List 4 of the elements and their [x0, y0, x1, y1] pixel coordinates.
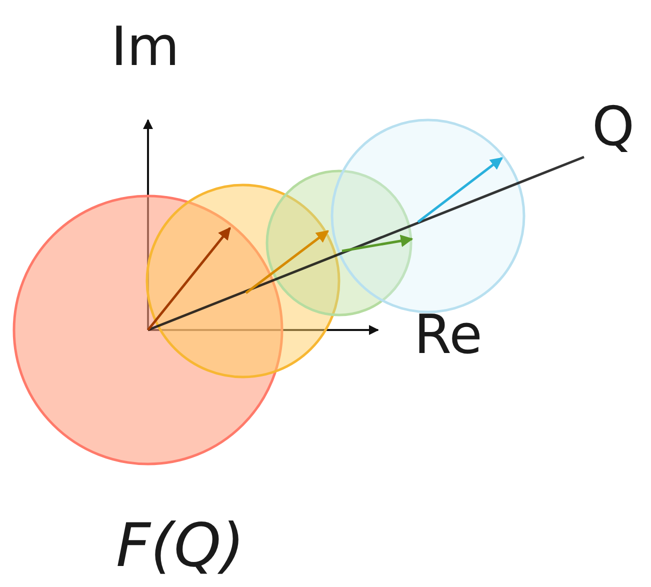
function-label: F(Q) — [116, 516, 245, 576]
axis-label: Im — [111, 20, 180, 74]
axis-label: Re — [414, 308, 482, 362]
line-label: Q — [592, 100, 635, 154]
